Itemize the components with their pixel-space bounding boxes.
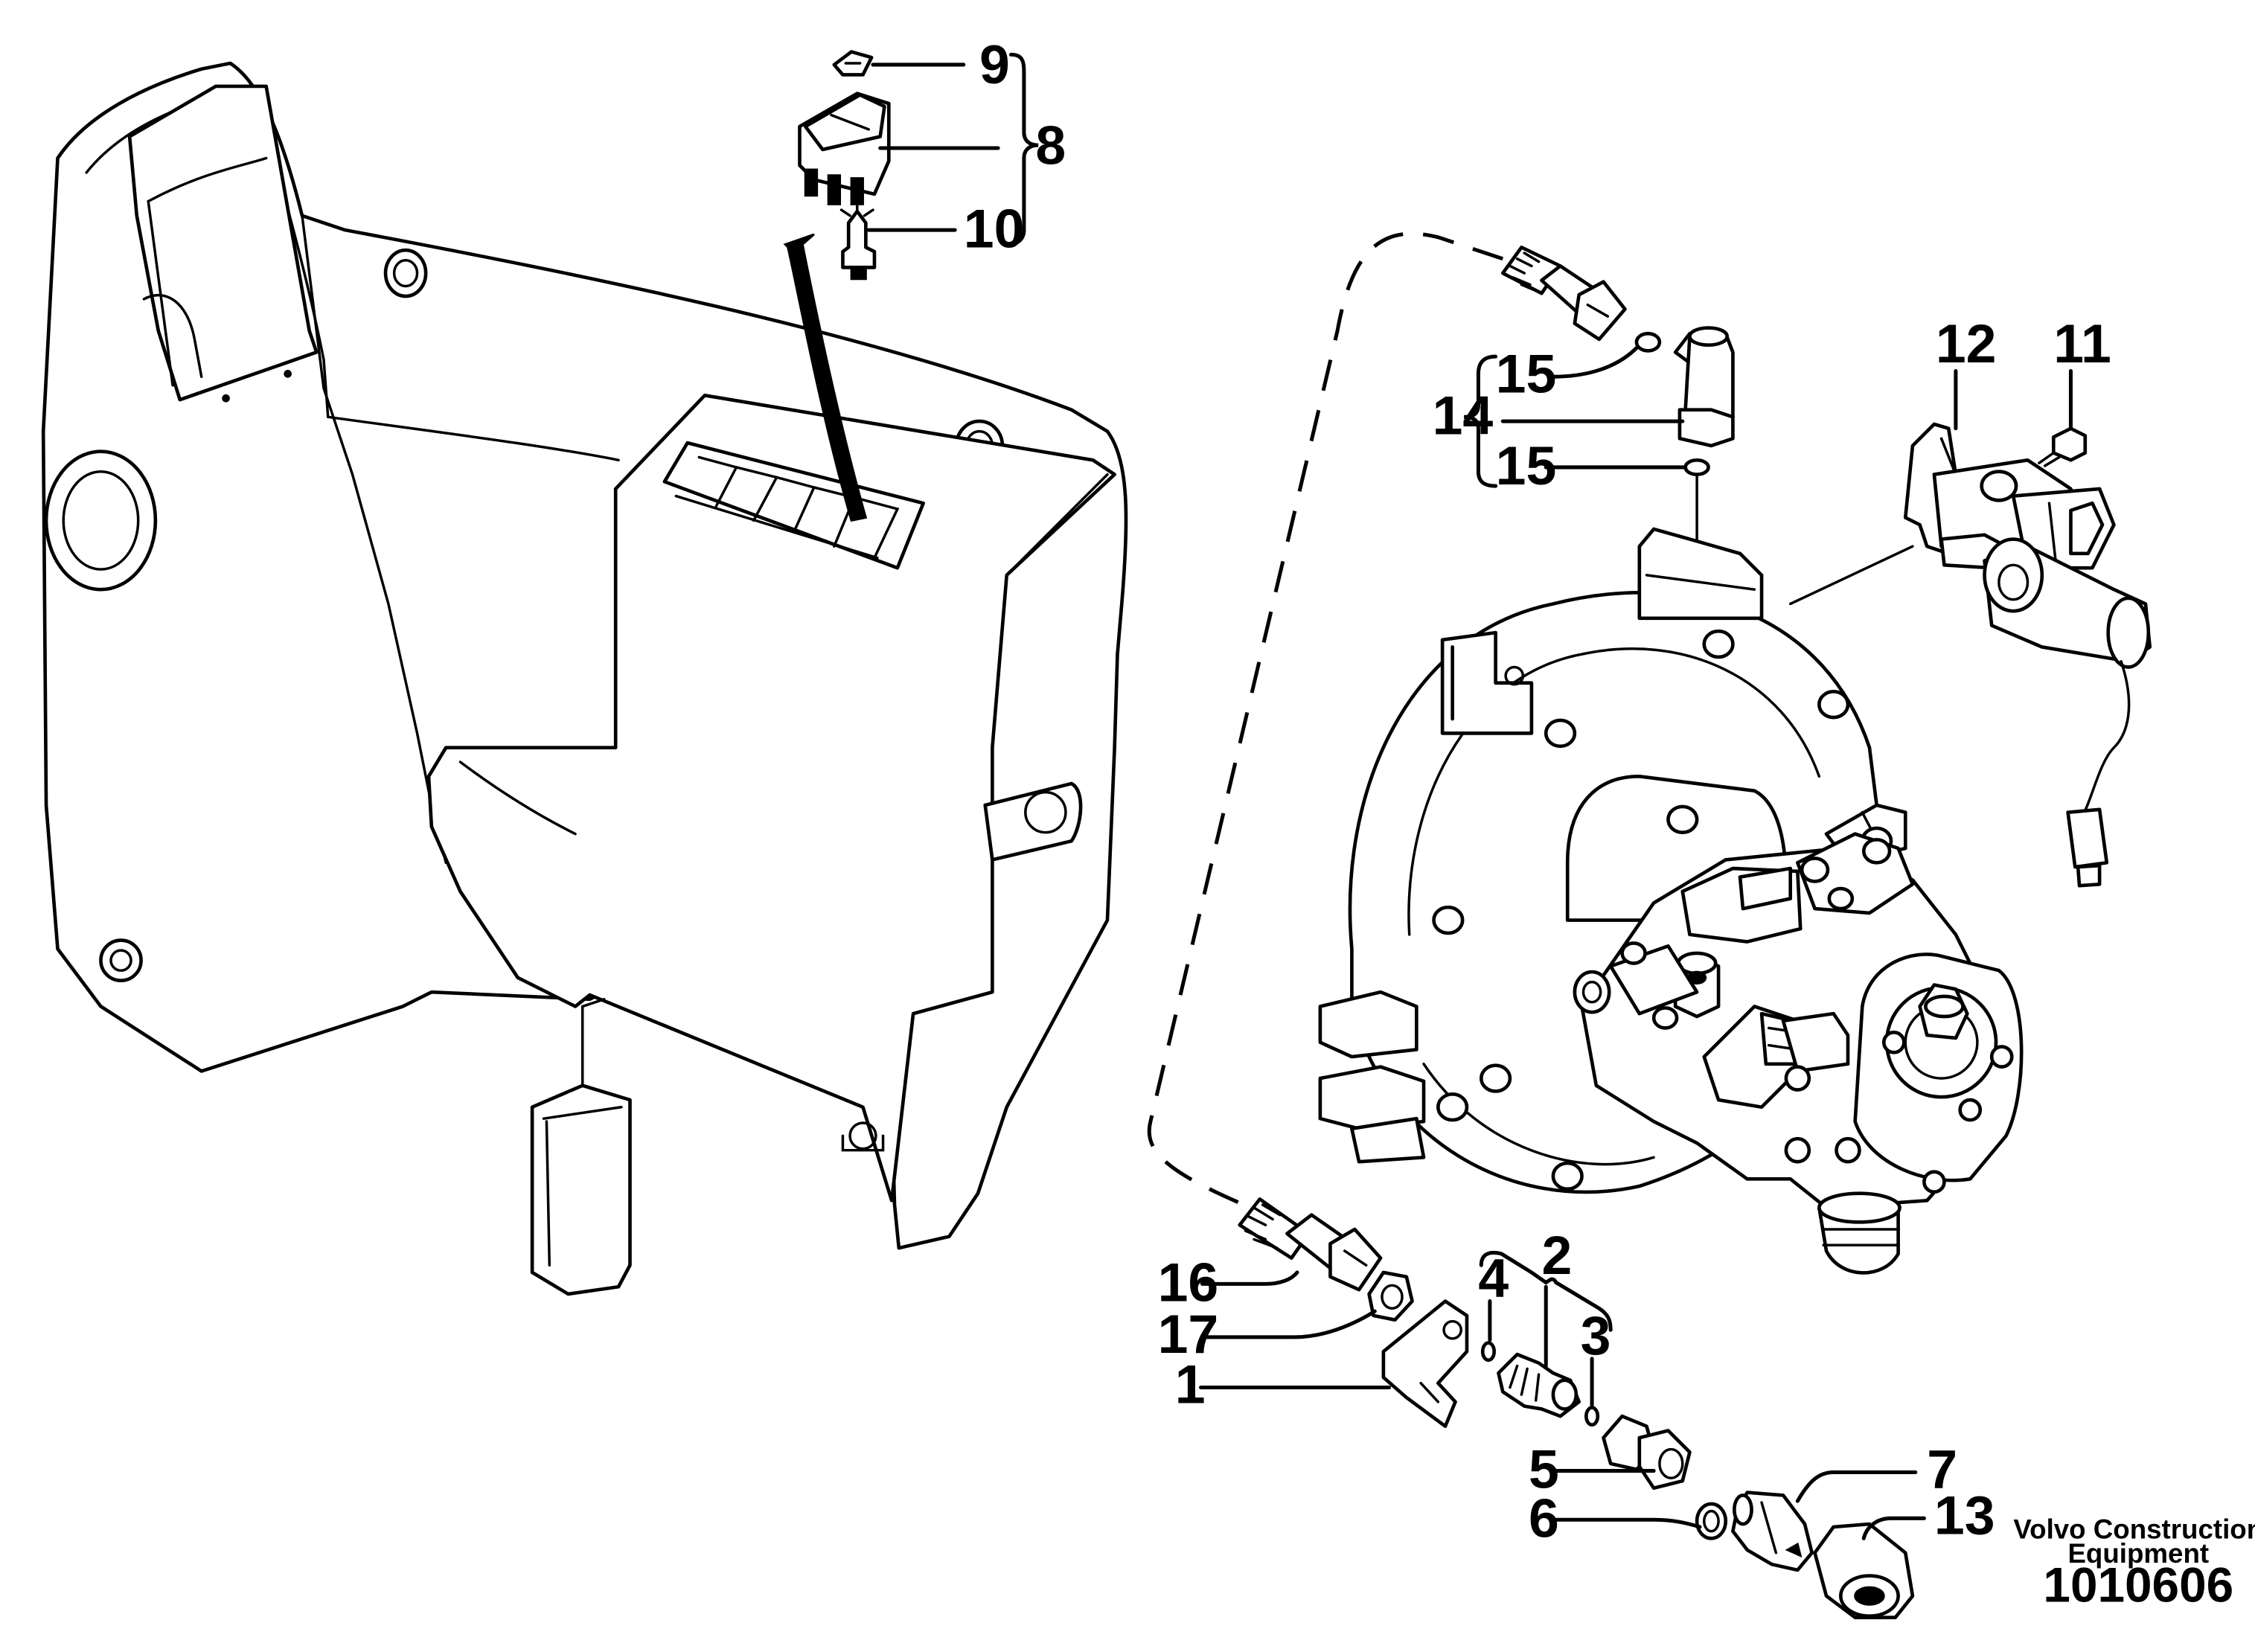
rocker-switch-assembly (783, 50, 1039, 522)
nut (1367, 1270, 1414, 1322)
callout-12: 12 (1936, 313, 1997, 374)
lower-hose-end (1238, 1197, 1469, 1428)
callout-15-bottom: 15 (1496, 435, 1557, 496)
switch-bulb (841, 209, 877, 269)
callout-15-top: 15 (1496, 343, 1557, 404)
hydraulic-pump (1318, 527, 2024, 1275)
installation-arrow (783, 233, 868, 522)
callout-2: 2 (1541, 1225, 1572, 1286)
callout-13: 13 (1934, 1485, 1995, 1546)
callout-8: 8 (1035, 115, 1066, 176)
callout-11: 11 (2053, 313, 2111, 374)
manufacturer-line-1: Volvo Construction (2013, 1514, 2255, 1544)
cab-side-panel (41, 61, 1128, 1296)
callout-14: 14 (1433, 385, 1494, 446)
upper-hose-end (1500, 246, 1627, 342)
manufacturer-line-2: Equipment (2067, 1538, 2209, 1569)
callout-17: 17 (1158, 1304, 1219, 1365)
callout-labels: 9 8 10 12 11 15 14 15 2 16 4 17 3 1 7 5 … (964, 34, 2111, 1549)
solenoid-valve (1788, 368, 2152, 888)
callout-16: 16 (1158, 1252, 1219, 1313)
callout-9: 9 (979, 34, 1010, 95)
hose-routing-line (1147, 231, 1504, 1210)
mounting-bracket (1381, 1299, 1469, 1428)
callout-3: 3 (1581, 1305, 1611, 1366)
callout-10: 10 (964, 198, 1025, 259)
mounting-bolt (2051, 426, 2088, 462)
document-number: 1010606 (2043, 1557, 2233, 1612)
callout-5: 5 (1529, 1439, 1559, 1500)
callout-6: 6 (1529, 1488, 1559, 1549)
callout-7: 7 (1927, 1439, 1957, 1500)
footer: Volvo Construction Equipment 1010606 (2013, 1514, 2255, 1612)
pressure-switch-parts (1479, 1250, 1915, 1619)
callout-1: 1 (1175, 1354, 1206, 1415)
callout-4: 4 (1478, 1248, 1509, 1309)
leader-lines (1199, 1270, 1926, 1540)
